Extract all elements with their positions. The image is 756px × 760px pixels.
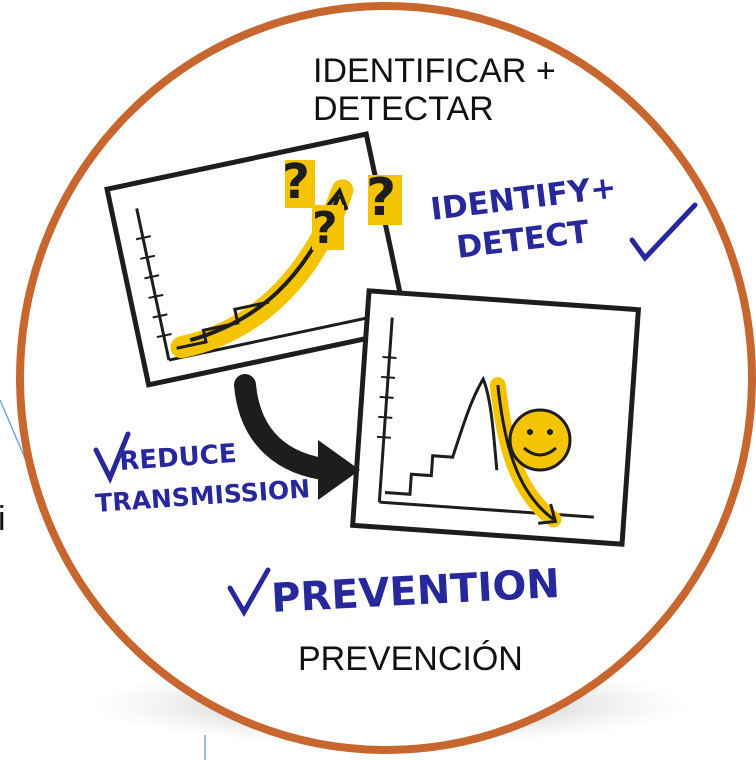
question-mark-icons: ? ? ? xyxy=(282,154,402,254)
check-icon xyxy=(629,202,698,262)
identify-caption-line1: IDENTIFICAR + xyxy=(313,52,556,90)
identify-caption-line2: DETECTAR xyxy=(313,90,494,129)
identify-caption: IDENTIFICAR + DETECTAR xyxy=(313,52,556,128)
chart-card-prevention xyxy=(349,288,642,547)
chart-card-identify xyxy=(104,131,411,388)
smiley-icon xyxy=(508,408,572,472)
svg-text:?: ? xyxy=(282,154,310,210)
check-icon xyxy=(93,431,131,485)
cropped-text-fragment: i xyxy=(0,500,6,538)
prevention-caption: PREVENCIÓN xyxy=(298,640,523,678)
svg-text:?: ? xyxy=(312,203,338,254)
svg-text:?: ? xyxy=(366,168,396,228)
transition-arrow-icon xyxy=(234,374,360,500)
check-icon xyxy=(227,567,271,617)
